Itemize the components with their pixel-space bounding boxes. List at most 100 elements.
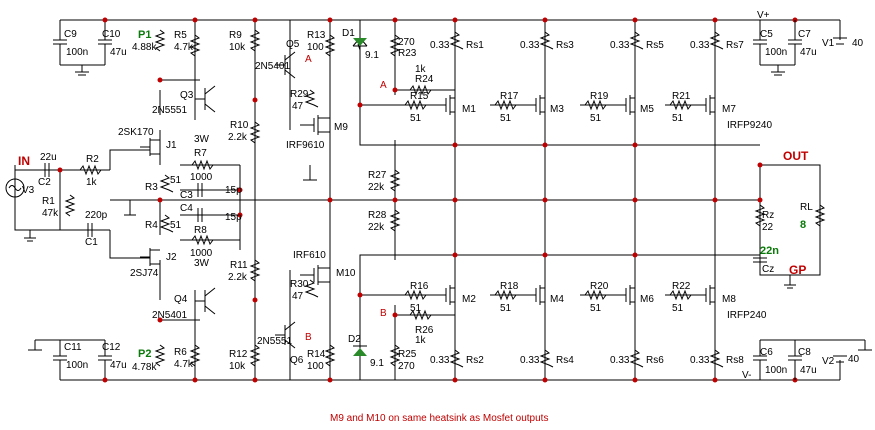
svg-text:3W: 3W [194, 258, 210, 269]
resistor-r13 [324, 34, 336, 57]
svg-text:4.7k: 4.7k [174, 42, 194, 53]
svg-text:R27: R27 [368, 170, 387, 181]
svg-text:M4: M4 [550, 294, 564, 305]
svg-text:10k: 10k [229, 42, 246, 53]
svg-text:R19: R19 [590, 91, 609, 102]
capacitor-c12 [98, 340, 112, 361]
labels: IN OUT GP V+ V- P1 4.88k P2 4.78k RL 8 2… [18, 10, 864, 424]
svg-text:51: 51 [410, 113, 422, 124]
resistor-r17 [494, 99, 517, 111]
battery-v1 [833, 37, 847, 45]
zener-d2-body [353, 348, 367, 356]
mosfet-m3 [525, 95, 545, 115]
resistors [64, 29, 826, 368]
svg-text:Rs4: Rs4 [556, 355, 574, 366]
resistor-r19 [584, 99, 607, 111]
svg-text:R13: R13 [307, 30, 326, 41]
svg-text:R28: R28 [368, 210, 387, 221]
label-rl: RL [800, 202, 813, 213]
bjt-q3 [195, 85, 216, 113]
svg-text:100n: 100n [765, 47, 787, 58]
svg-text:R3: R3 [145, 182, 158, 193]
svg-text:0.33: 0.33 [690, 355, 710, 366]
svg-text:Rs1: Rs1 [466, 40, 484, 51]
svg-text:10k: 10k [229, 361, 246, 372]
heatsink-note: M9 and M10 on same heatsink as Mosfet ou… [330, 413, 548, 424]
zener-d1-body [353, 38, 367, 46]
resistor-rs3 [539, 31, 554, 50]
battery-v2 [833, 355, 847, 363]
svg-text:0.33: 0.33 [520, 355, 540, 366]
svg-text:J1: J1 [166, 140, 177, 151]
resistor-r23 [389, 34, 401, 57]
svg-text:1k: 1k [415, 64, 427, 75]
mosfet-m5 [615, 95, 635, 115]
svg-text:D2: D2 [348, 334, 361, 345]
svg-text:C6: C6 [760, 347, 773, 358]
svg-text:2.2k: 2.2k [228, 132, 248, 143]
svg-text:R29: R29 [290, 89, 309, 100]
svg-text:IRF9610: IRF9610 [286, 140, 325, 151]
svg-text:R16: R16 [410, 281, 429, 292]
capacitor-c11 [53, 340, 67, 361]
resistor-r16 [404, 289, 427, 301]
svg-text:C9: C9 [64, 29, 77, 40]
svg-text:R17: R17 [500, 91, 519, 102]
resistor-r24 [409, 84, 432, 96]
label-p2: P2 [138, 348, 151, 360]
resistor-rs8 [709, 349, 724, 368]
svg-text:C5: C5 [760, 29, 773, 40]
svg-text:R2: R2 [86, 154, 99, 165]
svg-text:22u: 22u [40, 152, 57, 163]
svg-text:R18: R18 [500, 281, 519, 292]
resistor-rz [754, 204, 766, 227]
label-rlv: 8 [800, 219, 806, 231]
svg-text:2N5551: 2N5551 [257, 336, 292, 347]
label-a: A [305, 54, 312, 65]
resistor-r22 [669, 289, 692, 301]
svg-text:0.33: 0.33 [520, 40, 540, 51]
resistor-r15 [404, 99, 427, 111]
ground-symbols [24, 64, 872, 351]
svg-text:0.33: 0.33 [690, 40, 710, 51]
svg-text:0.33: 0.33 [610, 355, 630, 366]
svg-text:47u: 47u [110, 360, 127, 371]
svg-text:M6: M6 [640, 294, 654, 305]
svg-text:9.1: 9.1 [370, 358, 384, 369]
svg-text:47: 47 [292, 291, 304, 302]
svg-text:R12: R12 [229, 349, 248, 360]
svg-text:M9: M9 [334, 122, 348, 133]
resistor-r27 [389, 169, 401, 192]
svg-text:15p: 15p [225, 185, 242, 196]
label-b2: B [380, 308, 387, 319]
svg-text:47u: 47u [110, 47, 127, 58]
svg-text:Q6: Q6 [290, 355, 304, 366]
capacitor-c9 [53, 39, 67, 65]
svg-text:1000: 1000 [190, 172, 213, 183]
svg-text:100n: 100n [66, 360, 88, 371]
resistor-r1 [64, 194, 76, 217]
svg-text:2N5401: 2N5401 [152, 310, 187, 321]
svg-text:IRFP9240: IRFP9240 [727, 120, 772, 131]
svg-text:V1: V1 [822, 38, 835, 49]
svg-text:Q3: Q3 [180, 90, 194, 101]
svg-text:Rs6: Rs6 [646, 355, 664, 366]
svg-text:100n: 100n [765, 365, 787, 376]
svg-text:51: 51 [590, 303, 602, 314]
svg-text:3W: 3W [194, 134, 210, 145]
svg-text:M5: M5 [640, 104, 654, 115]
svg-text:C4: C4 [180, 203, 193, 214]
svg-text:C3: C3 [180, 190, 193, 201]
svg-text:51: 51 [170, 175, 182, 186]
label-gp: GP [789, 263, 806, 277]
diodes [352, 37, 368, 356]
svg-text:47u: 47u [800, 47, 817, 58]
mosfet-m1 [440, 95, 455, 115]
label-out: OUT [783, 149, 809, 163]
svg-text:R4: R4 [145, 220, 158, 231]
svg-text:2N5551: 2N5551 [152, 105, 187, 116]
svg-text:C1: C1 [85, 237, 98, 248]
label-in: IN [18, 154, 30, 168]
svg-text:220p: 220p [85, 210, 108, 221]
resistor-r14 [324, 344, 336, 367]
